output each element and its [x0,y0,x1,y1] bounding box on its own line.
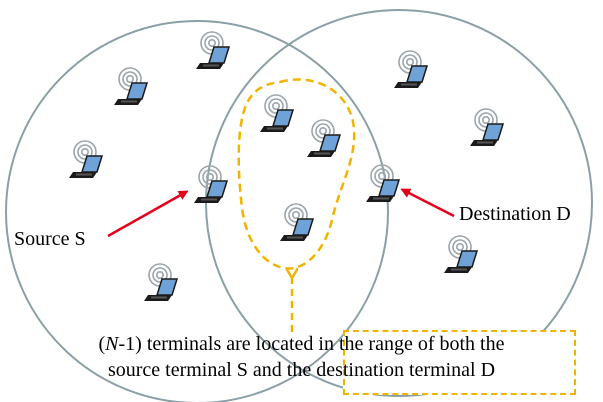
note-text: (N-1) terminals are located in the range… [0,331,603,383]
common-terminals-dashed-region [237,78,356,270]
laptop-icon [469,108,504,147]
destination-red-arrow-icon [400,188,455,218]
note-variable: N [105,333,119,355]
note-line-2: source terminal S and the destination te… [107,359,496,381]
laptop-icon [393,50,428,89]
laptop-icon [443,235,478,274]
laptop-icon [113,67,148,106]
note-box [343,330,576,395]
laptop-icon [259,94,294,133]
laptop-icon [279,203,314,242]
source-red-arrow-icon [107,190,189,238]
destination-label: Destination D [459,203,571,225]
note-line-1-rest: -1) terminals are located in the range o… [118,333,505,355]
source-range-circle [5,20,389,402]
laptop-icon [143,263,178,302]
laptop-icon [68,140,103,179]
note-line-1: (N-1) terminals are located in the range… [98,333,505,355]
laptop-icon [195,31,230,70]
laptop-icon [306,119,341,158]
laptop-icon [193,165,228,204]
source-label: Source S [14,228,86,250]
